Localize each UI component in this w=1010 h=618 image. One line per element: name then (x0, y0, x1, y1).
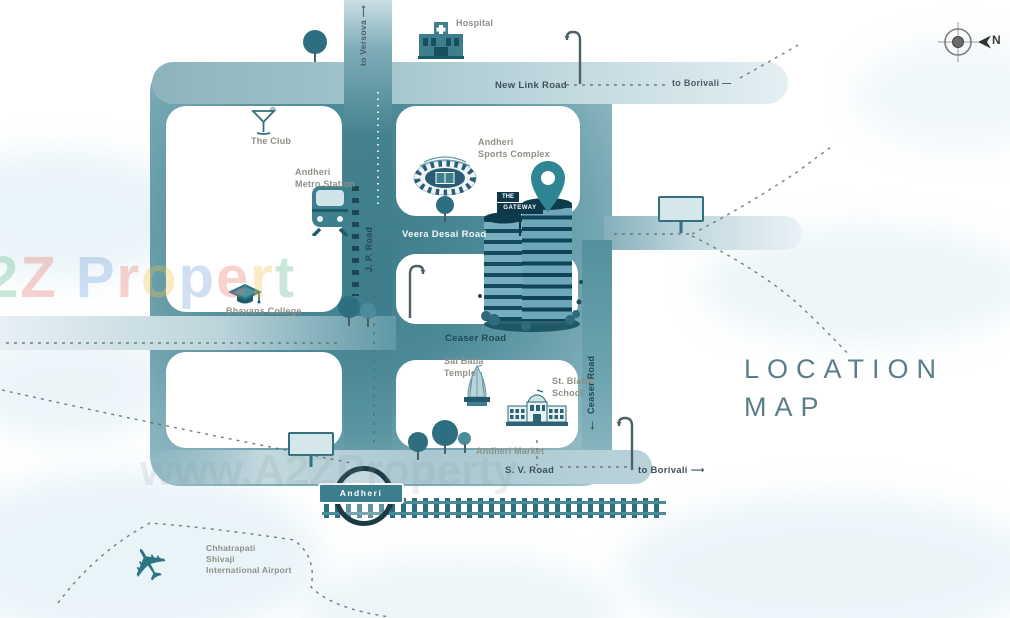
tree-icon (338, 296, 360, 318)
cloud-blob (620, 495, 1010, 618)
page-title: LOCATION MAP (744, 354, 945, 422)
gateway-sign-line1: THE (497, 192, 519, 202)
tree-icon (436, 196, 454, 214)
temple-icon (462, 364, 492, 410)
ceaser-down-arrow: ↓ (589, 416, 596, 432)
street-lamp-icon (404, 262, 430, 318)
tree-icon (432, 420, 458, 446)
compass-icon (934, 20, 992, 64)
road-ceaser-vertical (582, 240, 612, 472)
gateway-sign-line2: GATEWAY (497, 203, 543, 214)
gateway-sign: THE GATEWAY (497, 192, 543, 236)
label-metro-station: Andheri Metro Station (295, 167, 356, 189)
road-left-horizontal (0, 316, 396, 350)
label-sports-complex: Andheri Sports Complex (478, 137, 550, 159)
label-hospital: Hospital (456, 18, 494, 28)
road-label-new-link: New Link Road (495, 80, 567, 91)
street-lamp-icon (612, 412, 638, 470)
billboard-icon (288, 432, 334, 456)
cloud-blob (300, 555, 620, 618)
street-lamp-icon (560, 26, 586, 84)
road-label-veera-desai: Veera Desai Road (402, 229, 487, 240)
tree-icon (408, 432, 428, 452)
metro-line-ticks (352, 186, 359, 296)
metro-train-icon (310, 184, 350, 236)
cloud-blob (855, 40, 1010, 150)
billboard-icon (658, 196, 704, 222)
road-sv (152, 450, 652, 484)
label-sai-baba-temple: Sai Baba Temple (444, 356, 484, 378)
school-icon (506, 388, 568, 428)
tree-icon (458, 432, 471, 445)
label-st-blaise-school: St. Blaise School (552, 376, 595, 398)
road-label-to-versova: to Versova ⟶ (358, 4, 368, 66)
label-bhavans-college: Bhavans College (226, 306, 302, 316)
road-label-to-borivali-bottom: to Borivali ⟶ (638, 465, 705, 476)
location-pin-icon (527, 158, 569, 214)
graduation-cap-icon (228, 284, 262, 308)
road-new-link (152, 62, 788, 104)
tree-icon (303, 30, 327, 54)
road-label-sv: S. V. Road (505, 465, 555, 476)
label-airport: Chhatrapati Shivaji International Airpor… (206, 543, 292, 576)
road-label-to-borivali-top: to Borivali — (672, 78, 732, 88)
martini-club-icon (250, 106, 278, 136)
label-club: The Club (251, 136, 292, 146)
hospital-icon (418, 20, 464, 60)
label-andheri-market: Andheri Market (476, 446, 545, 456)
stadium-icon (412, 150, 478, 198)
compass-north-label: N (992, 33, 1001, 47)
tree-icon (360, 303, 376, 319)
road-label-ceaser-h: Ceaser Road (445, 333, 507, 344)
railway-track (322, 498, 666, 518)
road-label-jp: J. P. Road (364, 226, 374, 272)
station-name-bar: Andheri (318, 483, 404, 504)
gateway-tower-icon (478, 186, 586, 338)
